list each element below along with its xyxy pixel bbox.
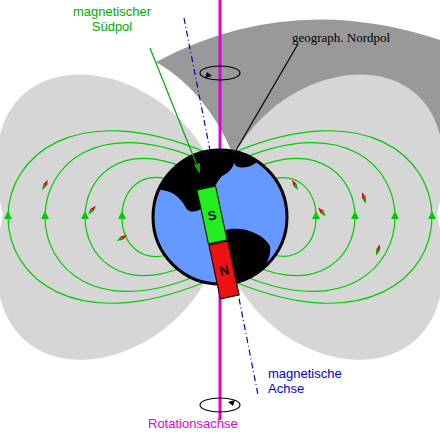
- rotation-arrow-bottom: [200, 398, 240, 412]
- leader-arrowhead: [224, 159, 232, 170]
- pole-label: magnetischer Südpol: [62, 4, 162, 34]
- pole-label: geograph. Nordpol: [292, 30, 432, 45]
- rotation-arrow-top: [200, 66, 240, 80]
- field-arrow: [118, 211, 126, 219]
- pole-letter: N: [218, 262, 230, 279]
- compass-needle: [116, 233, 128, 242]
- field-arrow: [41, 211, 49, 219]
- leader-line: [228, 44, 298, 164]
- axis-label: magnetische Achse: [268, 366, 368, 396]
- pole-letter: S: [206, 207, 218, 223]
- earth-globe: [153, 150, 287, 284]
- field-lines: [4, 131, 436, 304]
- field-arrow: [4, 211, 12, 219]
- compass-needle: [317, 206, 328, 218]
- rotation-arrowhead: [205, 72, 212, 78]
- compass-needle: [290, 179, 299, 191]
- leader-line: [150, 48, 198, 168]
- rotation-arrowhead: [228, 400, 235, 406]
- compass-needle: [360, 192, 368, 205]
- compass-needle: [40, 179, 49, 191]
- field-arrow: [81, 211, 89, 219]
- axis-label: Rotationsachse: [148, 416, 298, 431]
- field-arrow: [428, 211, 436, 219]
- compass-needle: [87, 204, 98, 216]
- field-arrow: [391, 211, 399, 219]
- field-arrow: [351, 211, 359, 219]
- leader-arrowhead: [194, 163, 200, 174]
- compass-needle: [374, 244, 382, 257]
- field-arrow: [312, 211, 320, 219]
